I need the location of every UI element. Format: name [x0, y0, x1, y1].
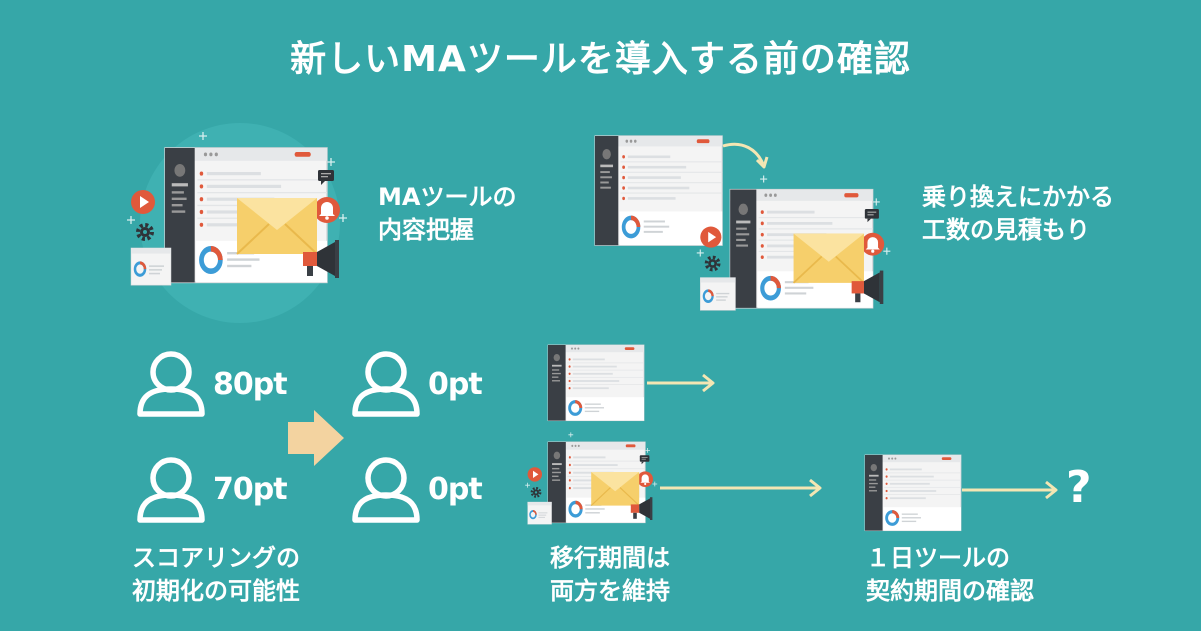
caption-contract: １日ツールの 契約期間の確認	[866, 542, 1034, 608]
caption-content-line2: 内容把握	[378, 216, 474, 244]
caption-contract-line2: 契約期間の確認	[866, 577, 1034, 605]
user-icon	[352, 456, 422, 526]
old-tool-window-contract	[863, 453, 963, 533]
score-before-2: 70pt	[213, 472, 288, 507]
caption-parallel-line2: 両方を維持	[550, 577, 670, 605]
caption-migration-line1: 乗り換えにかかる	[922, 183, 1114, 211]
caption-migration-line2: 工数の見積もり	[922, 216, 1090, 244]
question-mark-icon: ?	[1066, 462, 1092, 513]
old-tool-window	[595, 136, 722, 245]
user-icon	[137, 456, 207, 526]
arrow-curved-icon	[722, 142, 765, 165]
score-after-2: 0pt	[428, 472, 483, 507]
arrow-right-icon	[647, 373, 715, 393]
ma-tool-illustration	[125, 123, 365, 323]
caption-scoring-line2: 初期化の可能性	[132, 577, 300, 605]
user-icon	[137, 350, 207, 420]
new-tool-illustration-small	[528, 440, 668, 540]
caption-content: MAツールの 内容把握	[378, 181, 516, 247]
page-title: 新しいMAツールを導入する前の確認	[290, 39, 911, 80]
new-tool-illustration	[697, 176, 891, 311]
caption-parallel: 移行期間は 両方を維持	[550, 542, 670, 608]
old-tool-window-small	[546, 343, 646, 423]
caption-migration-cost: 乗り換えにかかる 工数の見積もり	[922, 181, 1114, 247]
caption-content-line1: MAツールの	[378, 183, 517, 211]
arrow-right-long-icon	[660, 478, 822, 498]
score-after-1: 0pt	[428, 367, 483, 402]
caption-scoring: スコアリングの 初期化の可能性	[132, 542, 300, 608]
score-before-1: 80pt	[213, 367, 288, 402]
migration-illustration	[595, 132, 915, 312]
caption-scoring-line1: スコアリングの	[132, 544, 300, 572]
caption-contract-line1: １日ツールの	[866, 544, 1010, 572]
caption-parallel-line1: 移行期間は	[550, 544, 670, 572]
arrow-right-icon	[962, 480, 1058, 500]
user-icon	[352, 350, 422, 420]
arrow-right-icon	[288, 410, 344, 466]
